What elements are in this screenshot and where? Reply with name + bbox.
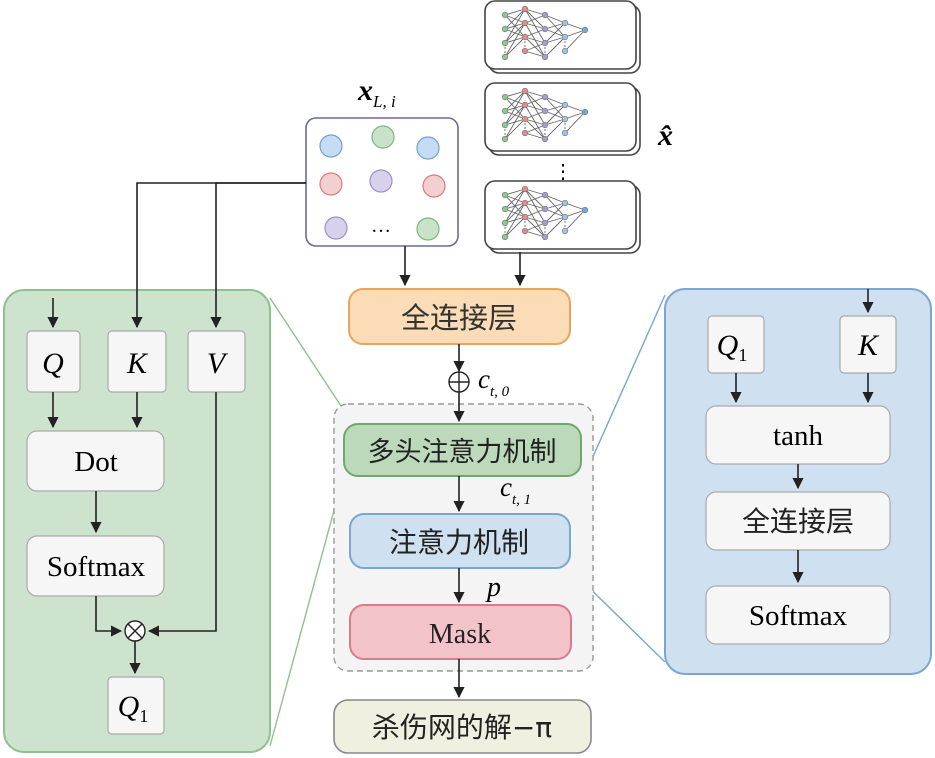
mha-label: 多头注意力机制	[368, 437, 557, 468]
softmax-label-right: Softmax	[749, 600, 848, 632]
softmax-to-otimes-line	[95, 596, 123, 637]
k-label-right: K	[857, 329, 880, 362]
v-label: V	[207, 347, 229, 380]
nn-stack-dots: ⋮	[553, 161, 573, 183]
input-ellipsis: …	[371, 215, 391, 237]
nn-box-3	[484, 180, 641, 254]
ct1-label: ct, 1	[500, 472, 531, 508]
dot-label: Dot	[74, 446, 118, 478]
zoom-line-left-bottom	[269, 469, 346, 747]
mask-label: Mask	[429, 619, 491, 650]
zoom-line-left-top	[269, 297, 346, 413]
ct0-label: ct, 0	[478, 364, 510, 400]
x-hat-label: x̂	[657, 119, 673, 152]
q1-label-right: Q1	[717, 329, 748, 365]
mask-box	[349, 604, 572, 660]
q1-label-left: Q1	[118, 690, 149, 726]
mha-box	[343, 423, 582, 477]
k-label: K	[126, 347, 149, 380]
attn-box	[349, 513, 571, 569]
softmax-box-right	[705, 585, 891, 645]
otimes-icon	[124, 620, 146, 642]
fc-label-right: 全连接层	[742, 505, 854, 538]
fc-layer-label: 全连接层	[401, 301, 517, 335]
v-to-otimes-line	[147, 392, 217, 637]
attn-label: 注意力机制	[389, 526, 529, 559]
q-label: Q	[42, 347, 64, 380]
softmax-label-left: Softmax	[47, 551, 146, 583]
nn-box-1	[484, 0, 641, 74]
input-nodes	[319, 125, 446, 241]
result-label: 杀伤网的解−π	[372, 711, 552, 744]
nn-box-2	[484, 82, 641, 156]
input-label: xL, i	[357, 74, 396, 111]
oplus-icon	[448, 371, 470, 393]
p-label: p	[485, 572, 501, 603]
input-to-v-line	[210, 182, 306, 329]
result-box	[333, 699, 592, 754]
q1-box-left	[107, 676, 165, 735]
tanh-label: tanh	[773, 420, 823, 452]
